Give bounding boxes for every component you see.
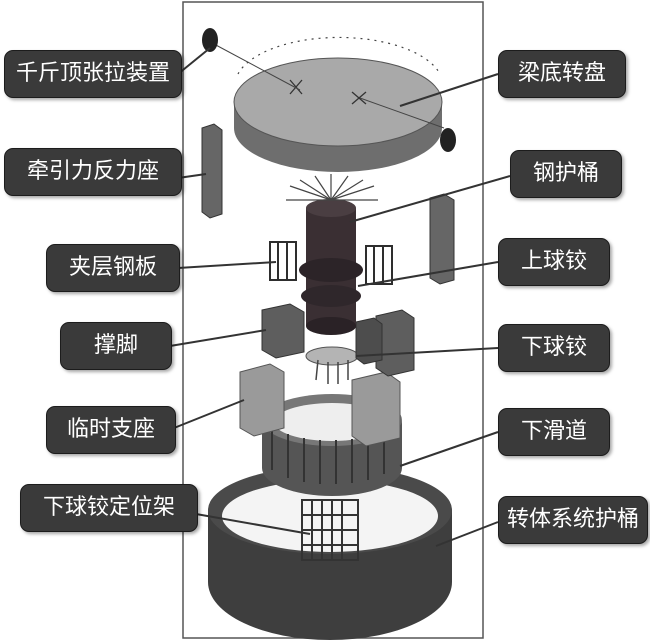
- casing-spikes: [286, 174, 378, 201]
- label-upper-hinge: 上球铰: [498, 238, 610, 286]
- label-strut: 撑脚: [60, 322, 172, 370]
- turntable-shape: [213, 36, 445, 172]
- sandwich-plate-shape: [269, 241, 393, 285]
- label-lower-hinge-frame: 下球铰定位架: [20, 484, 198, 532]
- label-turntable: 梁底转盘: [498, 50, 626, 98]
- label-rotation-casing: 转体系统护桶: [498, 496, 648, 544]
- jack-shape: [202, 28, 456, 152]
- label-lower-hinge: 下球铰: [498, 324, 610, 372]
- label-lower-slideway: 下滑道: [498, 408, 610, 456]
- strut-shape: [261, 303, 415, 377]
- lower-hinge-shape: [305, 346, 359, 384]
- label-jack: 千斤顶张拉装置: [4, 50, 182, 98]
- lower-hinge-frame-shape: [301, 499, 359, 561]
- central-column-shape: [299, 199, 363, 335]
- label-reaction-seat: 牵引力反力座: [4, 148, 182, 196]
- rotation-casing-shape: [208, 466, 452, 640]
- reaction-seat-shape: [201, 123, 455, 285]
- leader-lines: [169, 47, 511, 547]
- label-steel-casing: 钢护桶: [510, 150, 622, 198]
- label-sandwich-plate: 夹层钢板: [46, 244, 180, 292]
- temp-support-shape: [239, 363, 401, 447]
- label-temp-support: 临时支座: [46, 406, 176, 454]
